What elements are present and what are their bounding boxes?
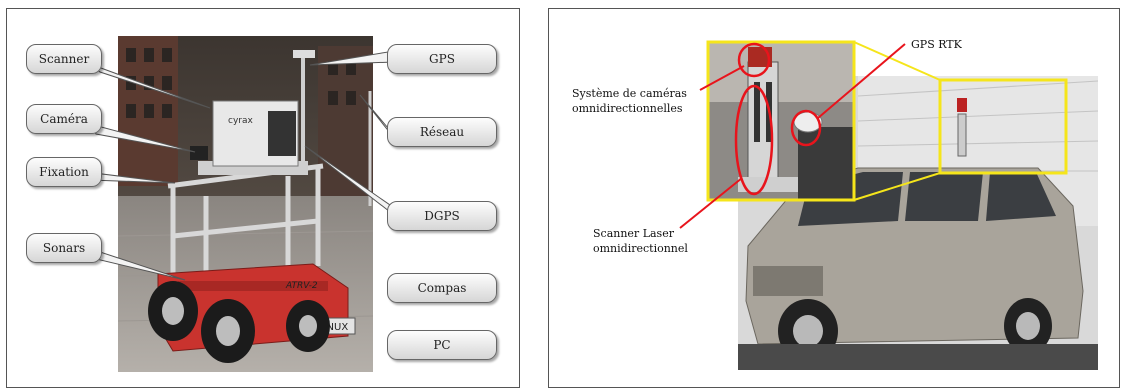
gps-rtk-label: GPS RTK [911, 37, 962, 52]
reseau-callout: Réseau [387, 117, 497, 147]
robot-os-label: LINUX [318, 322, 348, 333]
pc-callout: PC [387, 330, 497, 360]
dgps-callout-label: DGPS [424, 209, 460, 223]
robot-model-label: ATRV-2 [285, 281, 318, 291]
camera-system-label: Système de caméras omnidirectionnelles [572, 86, 687, 116]
sonars-callout-label: Sonars [42, 241, 86, 255]
fixation-callout-label: Fixation [39, 165, 89, 179]
camera-callout: Caméra [26, 104, 102, 134]
camera-system-line1: Système de caméras [572, 87, 687, 100]
dgps-callout: DGPS [387, 201, 497, 231]
sonars-callout: Sonars [26, 233, 102, 263]
compas-callout: Compas [387, 273, 497, 303]
scanner-callout: Scanner [26, 44, 102, 74]
laser-line1: Scanner Laser [593, 227, 674, 240]
gps-callout: GPS [387, 44, 497, 74]
reseau-callout-label: Réseau [419, 125, 465, 139]
gps-callout-label: GPS [429, 52, 455, 66]
gps-rtk-text: GPS RTK [911, 38, 962, 51]
fixation-callout: Fixation [26, 157, 102, 187]
pc-callout-label: PC [433, 338, 451, 352]
scanner-callout-label: Scanner [38, 52, 90, 66]
camera-callout-label: Caméra [40, 112, 88, 126]
laser-line2: omnidirectionnel [593, 242, 688, 255]
camera-system-line2: omnidirectionnelles [572, 102, 683, 115]
laser-scanner-label: Scanner Laser omnidirectionnel [593, 226, 688, 256]
compas-callout-label: Compas [417, 281, 467, 295]
scanner-brand: cyrax [228, 116, 253, 126]
